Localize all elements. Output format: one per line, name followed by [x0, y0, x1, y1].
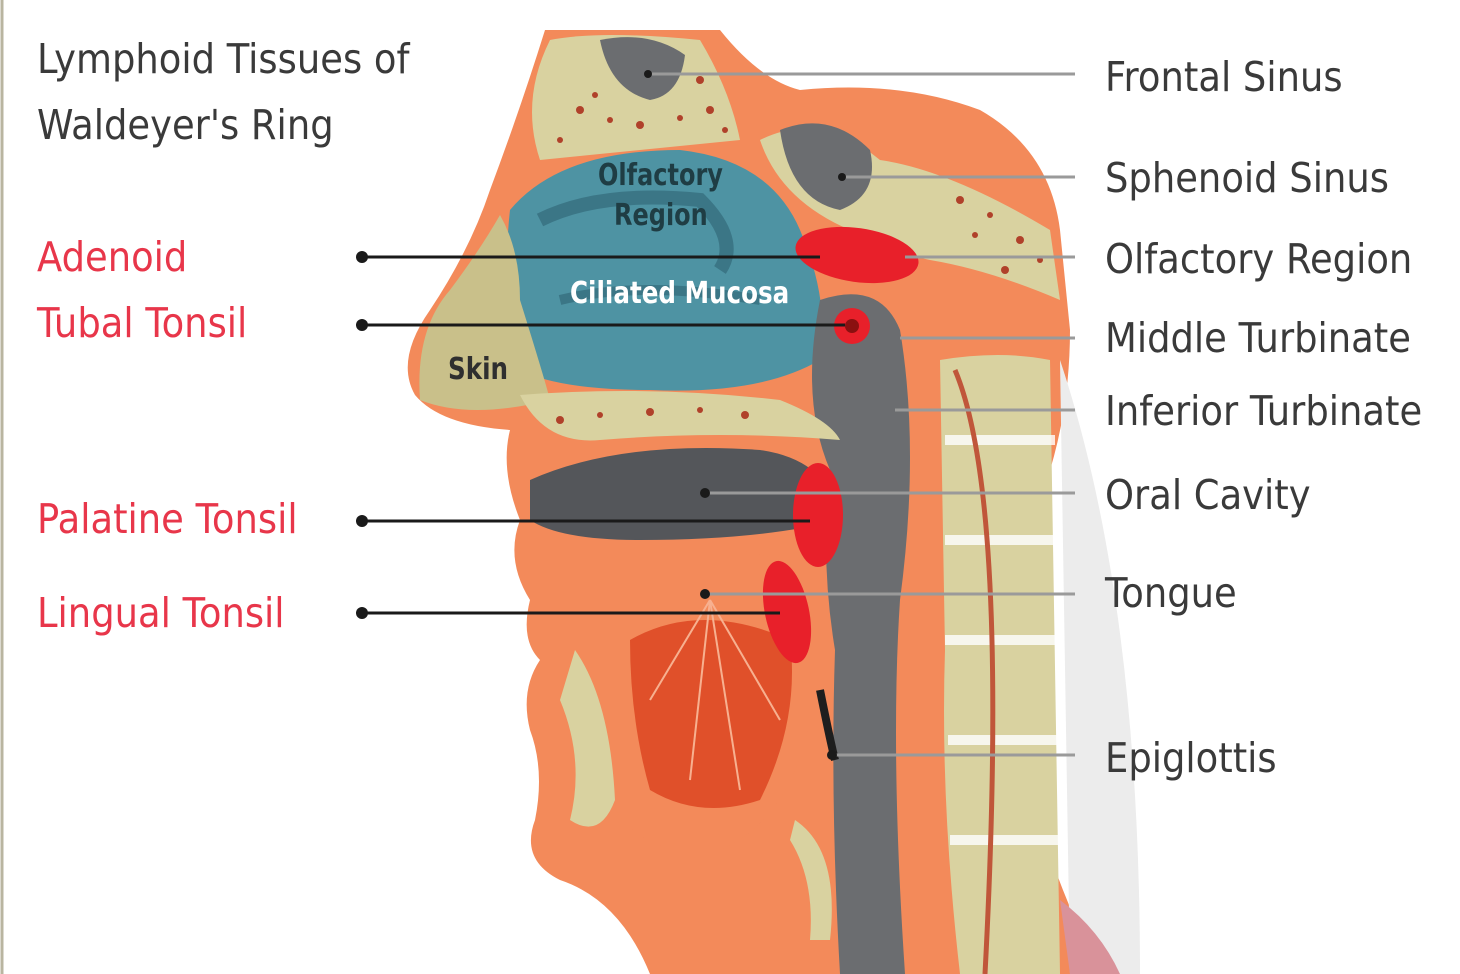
label-inferior-turbinate: Inferior Turbinate	[1105, 388, 1422, 435]
label-oral-cavity: Oral Cavity	[1105, 472, 1311, 519]
label-olfactory-region: Olfactory Region	[1105, 236, 1412, 283]
inner-label-olfactory: Olfactory	[598, 158, 723, 193]
label-adenoid: Adenoid	[37, 234, 187, 281]
inner-label-region: Region	[614, 198, 708, 233]
spine	[940, 355, 1060, 974]
label-lingual-tonsil: Lingual Tonsil	[37, 590, 285, 637]
label-tongue: Tongue	[1105, 570, 1237, 617]
label-middle-turbinate: Middle Turbinate	[1105, 315, 1411, 362]
label-sphenoid-sinus: Sphenoid Sinus	[1105, 155, 1389, 202]
label-frontal-sinus: Frontal Sinus	[1105, 54, 1343, 101]
diagram-title-line1: Lymphoid Tissues of	[37, 36, 409, 83]
inner-label-skin: Skin	[448, 352, 508, 387]
palatine-tonsil	[793, 463, 843, 567]
label-tubal-tonsil: Tubal Tonsil	[37, 300, 247, 347]
diagram-title-line2: Waldeyer's Ring	[37, 102, 334, 149]
label-palatine-tonsil: Palatine Tonsil	[37, 496, 298, 543]
label-epiglottis: Epiglottis	[1105, 735, 1277, 782]
inner-label-ciliated-mucosa: Ciliated Mucosa	[570, 276, 789, 311]
